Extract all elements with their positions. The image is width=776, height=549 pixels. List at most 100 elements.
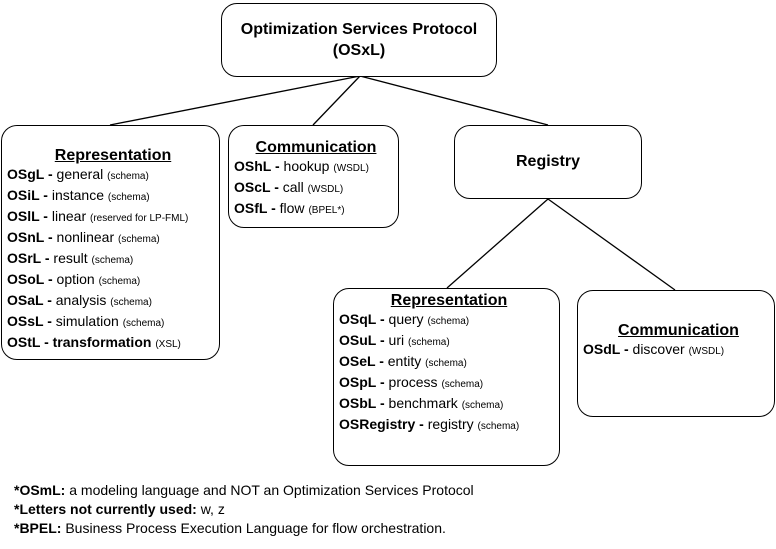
connector-registry-communication [547,198,676,291]
connector-root-representation [109,75,361,126]
protocol-code: OSsL - [7,313,52,329]
registry-representation-box: Representation OSqL - query (schema)OSuL… [333,288,560,466]
footnote-text: a modeling language and NOT an Optimizat… [69,482,474,498]
protocol-code: OSrL - [7,250,50,266]
protocol-name: general [56,166,104,182]
registry-representation-list: OSqL - query (schema)OSuL - uri (schema)… [339,310,559,436]
footnote-label: *Letters not currently used: [14,501,197,517]
protocol-item: OSqL - query (schema) [339,310,559,331]
protocol-format-note: (reserved for LP-FML) [90,213,189,224]
footnotes: *OSmL: a modeling language and NOT an Op… [14,481,474,538]
protocol-code: OSbL - [339,395,385,411]
protocol-item: OSfL - flow (BPEL*) [234,199,398,220]
representation-list: OSgL - general (schema)OSiL - instance (… [7,165,219,354]
protocol-format-note: (schema) [107,192,150,203]
protocol-item: OShL - hookup (WSDL) [234,157,398,178]
protocol-name: query [388,311,424,327]
protocol-code: OSiL - [7,187,48,203]
footnote-label: *OSmL: [14,482,66,498]
protocol-code: OStL - [7,334,49,350]
protocol-item: OStL - transformation (XSL) [7,333,219,354]
representation-header: Representation [54,147,172,164]
protocol-name: hookup [283,158,330,174]
protocol-item: OSeL - entity (schema) [339,352,559,373]
protocol-format-note: (schema) [407,337,450,348]
protocol-code: OShL - [234,158,280,174]
protocol-item: OSbL - benchmark (schema) [339,394,559,415]
protocol-name: entity [387,353,422,369]
registry-representation-header: Representation [390,292,508,309]
protocol-code: OSoL - [7,271,53,287]
protocol-format-note: (schema) [461,400,504,411]
protocol-name: process [388,374,438,390]
protocol-name: linear [51,208,87,224]
footnote: *OSmL: a modeling language and NOT an Op… [14,481,474,500]
protocol-format-note: (schema) [91,255,134,266]
protocol-item: OSsL - simulation (schema) [7,312,219,333]
protocol-name: registry [427,416,474,432]
registry-box: Registry [454,125,642,199]
root-protocol-box: Optimization Services Protocol (OSxL) [221,3,497,77]
protocol-name: call [282,179,304,195]
protocol-item: OSrL - result (schema) [7,249,219,270]
protocol-item: OSuL - uri (schema) [339,331,559,352]
protocol-format-note: (schema) [122,318,165,329]
communication-list: OShL - hookup (WSDL)OScL - call (WSDL)OS… [234,157,398,220]
protocol-name: analysis [55,292,107,308]
protocol-name: uri [388,332,405,348]
protocol-format-note: (schema) [110,297,152,308]
footnote: *BPEL: Business Process Execution Langua… [14,519,474,538]
footnote-label: *BPEL: [14,520,62,536]
protocol-item: OSnL - nonlinear (schema) [7,228,219,249]
protocol-item: OScL - call (WSDL) [234,178,398,199]
connector-registry-representation [446,198,549,289]
communication-box: Communication OShL - hookup (WSDL)OScL -… [228,125,399,228]
protocol-item: OSdL - discover (WSDL) [583,340,774,361]
protocol-code: OSpL - [339,374,385,390]
protocol-item: OSgL - general (schema) [7,165,219,186]
protocol-code: OSuL - [339,332,385,348]
protocol-code: OSnL - [7,229,53,245]
footnote: *Letters not currently used: w, z [14,500,474,519]
connector-root-registry [359,75,549,126]
protocol-code: OSdL - [583,341,629,357]
protocol-format-note: (schema) [118,234,160,245]
connector-root-communication [312,75,361,126]
protocol-format-note: (BPEL*) [308,205,345,216]
representation-box: Representation OSgL - general (schema)OS… [1,125,220,360]
protocol-name: flow [279,200,305,216]
protocol-code: OSaL - [7,292,52,308]
protocol-code: OSRegistry - [339,416,424,432]
communication-header: Communication [255,139,377,156]
footnote-text: w, z [200,501,225,517]
root-title-line2: (OSxL) [332,42,386,59]
protocol-name: option [56,271,95,287]
protocol-item: OSlL - linear (reserved for LP-FML) [7,207,219,228]
protocol-name: instance [51,187,105,203]
footnote-text: Business Process Execution Language for … [65,520,446,536]
root-title-line1: Optimization Services Protocol [240,21,478,38]
protocol-name: result [53,250,88,266]
protocol-format-note: (schema) [98,276,141,287]
protocol-format-note: (schema) [425,358,467,369]
protocol-code: OSfL - [234,200,276,216]
protocol-item: OSaL - analysis (schema) [7,291,219,312]
protocol-format-note: (schema) [477,421,520,432]
protocol-name: discover [632,341,685,357]
protocol-item: OSoL - option (schema) [7,270,219,291]
registry-communication-list: OSdL - discover (WSDL) [583,340,774,361]
protocol-code: OSqL - [339,311,385,327]
protocol-name: simulation [55,313,119,329]
protocol-format-note: (WSDL) [333,163,369,174]
registry-title: Registry [515,153,581,170]
protocol-name: transformation [52,334,152,350]
protocol-item: OSiL - instance (schema) [7,186,219,207]
protocol-code: OSeL - [339,353,384,369]
protocol-format-note: (schema) [107,171,149,182]
protocol-code: OScL - [234,179,279,195]
protocol-format-note: (schema) [441,379,484,390]
protocol-format-note: (XSL) [155,339,181,350]
protocol-format-note: (WSDL) [688,346,725,357]
protocol-code: OSlL - [7,208,48,224]
